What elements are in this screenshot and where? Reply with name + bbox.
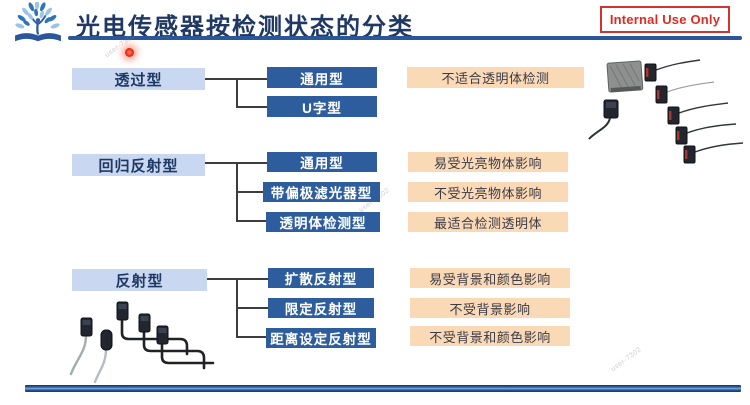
note-box: 易受光亮物体影响 [408, 152, 568, 172]
connector-line [236, 191, 264, 193]
note-box: 不受背景影响 [410, 298, 570, 318]
connector-line [236, 78, 238, 108]
category-box-through-beam: 透过型 [72, 68, 205, 90]
note-box: 不适合透明体检测 [407, 67, 584, 88]
watermark-text: user-7302 [609, 346, 644, 373]
type-box: 透明体检测型 [266, 212, 380, 232]
type-box: 通用型 [267, 67, 377, 88]
type-box: U字型 [267, 96, 377, 117]
category-box-retroreflective: 回归反射型 [72, 154, 205, 176]
category-box-diffuse: 反射型 [72, 269, 207, 291]
sensors-reflector-illustration [588, 59, 744, 164]
type-box: 限定反射型 [268, 298, 374, 318]
laser-pointer-dot [125, 48, 134, 57]
type-box: 距离设定反射型 [266, 328, 376, 348]
type-box: 扩散反射型 [268, 268, 374, 288]
internal-use-only-badge: Internal Use Only [600, 6, 730, 33]
tree-book-logo-icon [15, 2, 61, 42]
note-box: 易受背景和颜色影响 [410, 268, 570, 288]
sensors-cables-illustration [69, 301, 215, 384]
connector-line [236, 336, 267, 338]
type-box: 通用型 [267, 152, 377, 172]
title-underline [68, 36, 742, 40]
connector-line [236, 307, 268, 309]
note-box: 不受背景和颜色影响 [410, 326, 570, 346]
type-box: 带偏极滤光器型 [263, 182, 380, 202]
note-box: 最适合检测透明体 [408, 212, 568, 232]
connector-line [236, 220, 267, 222]
connector-line [236, 106, 267, 108]
note-box: 不受光亮物体影响 [408, 182, 568, 202]
footer-bar [25, 385, 741, 392]
